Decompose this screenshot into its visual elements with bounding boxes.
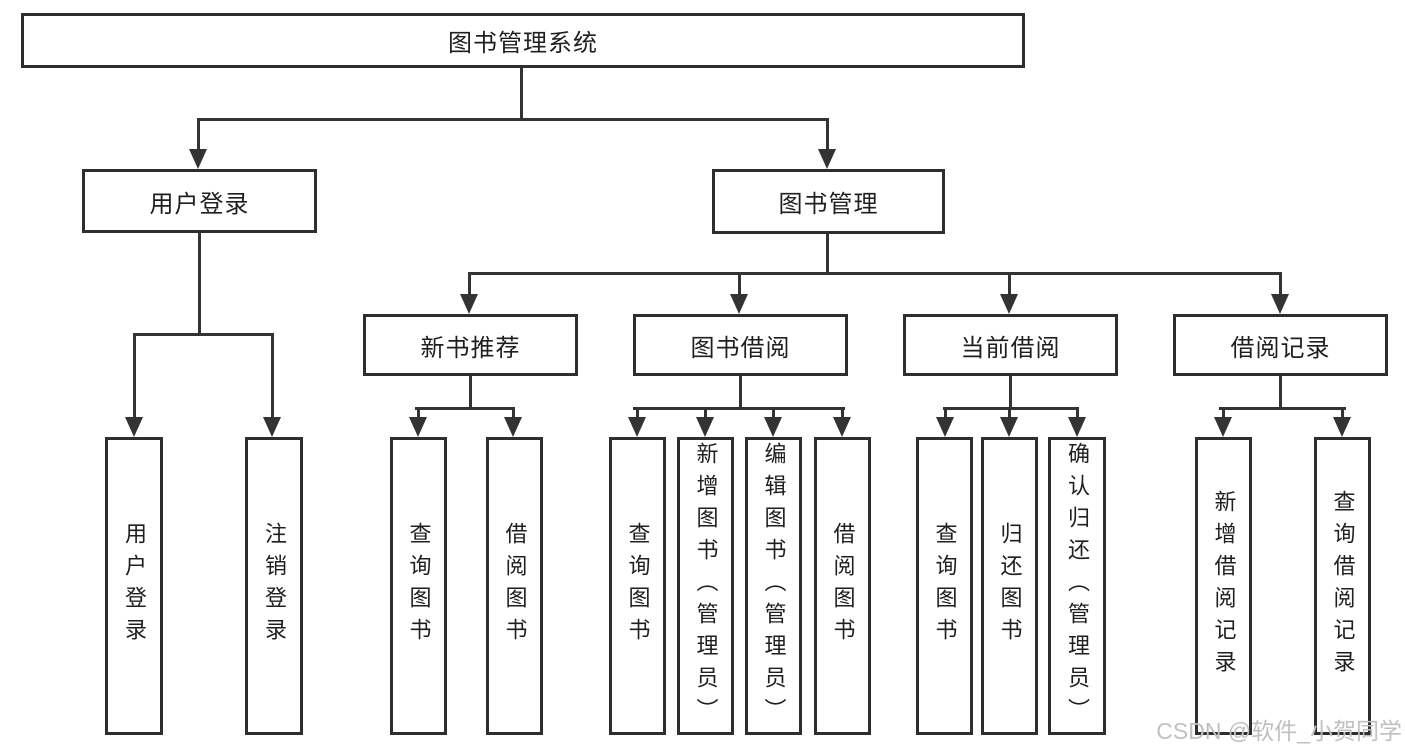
arrowhead-down-icon xyxy=(1000,417,1018,437)
node-user-login-action: 用户登录 xyxy=(105,437,163,735)
node-query-books-borrow: 查询图书 xyxy=(609,437,666,735)
arrowhead-down-icon xyxy=(1214,417,1232,437)
arrowhead-down-icon xyxy=(409,417,427,437)
connector-line xyxy=(198,233,201,333)
arrowhead-down-icon xyxy=(936,417,954,437)
node-logout-action: 注销登录 xyxy=(245,437,303,735)
connector-line xyxy=(1009,376,1012,407)
connector-line xyxy=(772,407,775,419)
node-current-borrow: 当前借阅 xyxy=(903,314,1118,376)
arrowhead-down-icon xyxy=(696,417,714,437)
connector-line xyxy=(512,407,515,419)
connector-line xyxy=(417,407,420,419)
arrowhead-down-icon xyxy=(730,294,748,314)
arrowhead-down-icon xyxy=(189,149,207,169)
arrowhead-down-icon xyxy=(764,417,782,437)
connector-line xyxy=(826,234,829,272)
node-book-borrow: 图书借阅 xyxy=(633,314,848,376)
connector-line xyxy=(1219,407,1346,410)
connector-line xyxy=(633,407,845,410)
arrowhead-down-icon xyxy=(125,417,143,437)
connector-line xyxy=(739,376,742,407)
connector-line xyxy=(704,407,707,419)
node-query-borrow-record: 查询借阅记录 xyxy=(1314,437,1371,735)
connector-line xyxy=(1008,407,1011,419)
node-query-books-recommend: 查询图书 xyxy=(390,437,447,735)
arrowhead-down-icon xyxy=(818,149,836,169)
arrowhead-down-icon xyxy=(1068,417,1086,437)
connector-line xyxy=(271,333,274,417)
connector-line xyxy=(1341,407,1344,419)
node-edit-book-admin: 编辑图书（管理员） xyxy=(745,437,802,735)
connector-line xyxy=(133,333,136,417)
connector-line xyxy=(520,68,523,118)
arrowhead-down-icon xyxy=(263,417,281,437)
node-user-login: 用户登录 xyxy=(82,169,317,233)
connector-line xyxy=(197,118,829,121)
connector-line xyxy=(469,376,472,407)
node-query-books-current: 查询图书 xyxy=(916,437,973,735)
csdn-watermark: CSDN @软件_小贺同学 xyxy=(1156,718,1402,744)
connector-line xyxy=(133,333,274,336)
node-book-management: 图书管理 xyxy=(712,169,945,234)
node-add-book-admin: 新增图书（管理员） xyxy=(677,437,734,735)
connector-line xyxy=(1076,407,1079,419)
connector-line xyxy=(468,272,1282,275)
node-system-root: 图书管理系统 xyxy=(21,13,1025,68)
arrowhead-down-icon xyxy=(1271,294,1289,314)
arrowhead-down-icon xyxy=(460,294,478,314)
connector-line xyxy=(944,407,947,419)
connector-line xyxy=(738,272,741,296)
connector-line xyxy=(1279,376,1282,407)
connector-line xyxy=(1279,272,1282,296)
node-return-book: 归还图书 xyxy=(981,437,1038,735)
node-borrow-books: 借阅图书 xyxy=(814,437,871,735)
connector-line xyxy=(197,118,200,151)
connector-line xyxy=(636,407,639,419)
node-confirm-return-admin: 确认归还（管理员） xyxy=(1048,437,1106,735)
connector-line xyxy=(826,118,829,151)
arrowhead-down-icon xyxy=(504,417,522,437)
connector-line xyxy=(415,407,515,410)
node-add-borrow-record: 新增借阅记录 xyxy=(1195,437,1252,735)
arrowhead-down-icon xyxy=(1333,417,1351,437)
connector-line xyxy=(1008,272,1011,296)
node-new-book-recommend: 新书推荐 xyxy=(363,314,578,376)
node-borrow-records: 借阅记录 xyxy=(1173,314,1388,376)
connector-line xyxy=(1222,407,1225,419)
connector-line xyxy=(943,407,1079,410)
connector-line xyxy=(468,272,471,296)
connector-line xyxy=(841,407,844,419)
arrowhead-down-icon xyxy=(833,417,851,437)
arrowhead-down-icon xyxy=(1000,294,1018,314)
node-borrow-books-recommend: 借阅图书 xyxy=(486,437,543,735)
arrowhead-down-icon xyxy=(628,417,646,437)
